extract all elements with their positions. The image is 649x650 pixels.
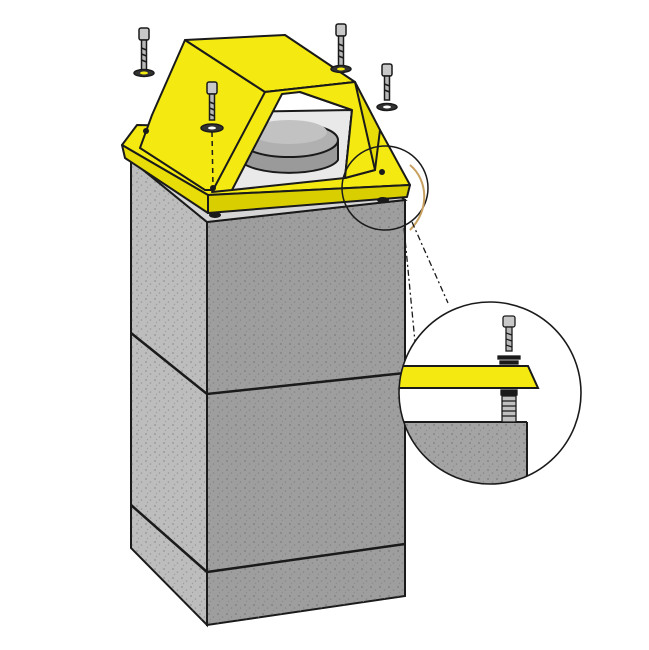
magnified-anchor-icon [500,389,518,423]
housing-front-frame [211,81,376,193]
magnified-bolt-icon [497,315,521,365]
detail-leader-bottom [403,227,416,343]
bolt-icon [335,23,347,67]
pedestal-joints [130,332,406,574]
magnifier-ring [398,301,582,485]
concrete-pedestal [128,143,408,628]
yellow-housing [121,34,411,214]
bolt-holes [143,128,389,218]
magnified-flange [399,365,540,389]
bolt-icon [138,27,150,71]
rotating-disc [239,120,339,174]
mounting-bolts [133,23,398,133]
detail-source-ring [341,145,429,231]
housing-flange-left [121,144,209,214]
bolt-icon [381,63,393,101]
detail-magnifier [398,301,582,485]
bolt-icon [206,81,218,121]
detail-leader-top [411,221,449,304]
detail-callout [341,145,449,343]
bolt-guide-line [211,131,214,189]
